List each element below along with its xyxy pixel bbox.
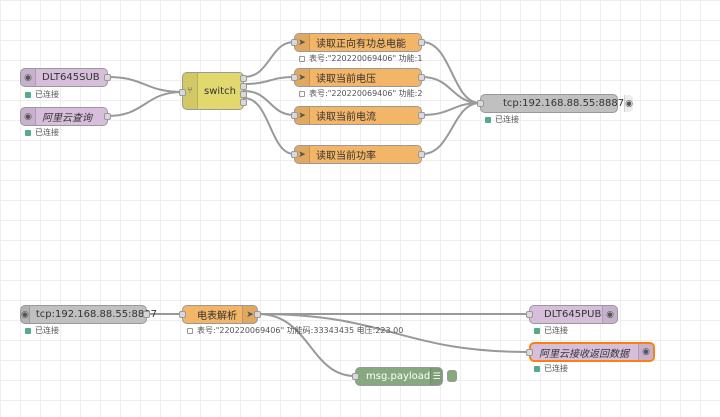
input-port[interactable] bbox=[179, 89, 186, 96]
status-dot-icon bbox=[25, 327, 31, 334]
output-port[interactable] bbox=[240, 83, 247, 90]
wire bbox=[257, 313, 530, 353]
mqtt-in-node-aliyun-query[interactable]: ◉ 阿里云查询 bbox=[20, 107, 111, 126]
tcp-in-node[interactable]: ◉ tcp:192.168.88.55:8887 bbox=[20, 305, 157, 324]
node-status: 已连接 bbox=[25, 325, 59, 336]
arrow-right-icon: ➤ bbox=[295, 34, 310, 51]
output-port[interactable] bbox=[143, 311, 150, 318]
wire bbox=[243, 41, 295, 78]
output-port[interactable] bbox=[418, 112, 425, 119]
output-port[interactable] bbox=[418, 151, 425, 158]
node-label: 读取当前电压 bbox=[316, 74, 376, 85]
input-port[interactable] bbox=[526, 349, 533, 356]
switch-node[interactable]: ⑂ switch bbox=[179, 72, 247, 110]
input-port[interactable] bbox=[352, 373, 359, 380]
input-port[interactable] bbox=[291, 151, 298, 158]
function-node-read-power[interactable]: ➤ 读取当前功率 bbox=[291, 145, 425, 164]
input-port[interactable] bbox=[291, 112, 298, 119]
status-dot-icon bbox=[25, 129, 31, 136]
debug-node[interactable]: msg.payload ☰ bbox=[352, 367, 443, 386]
node-label: 读取正向有功总电能 bbox=[316, 39, 406, 50]
wire bbox=[107, 76, 183, 93]
output-port[interactable] bbox=[240, 91, 247, 98]
node-label: 阿里云接收返回数据 bbox=[539, 348, 629, 360]
node-label: tcp:192.168.88.55:8887 bbox=[503, 98, 625, 109]
status-dot-icon bbox=[299, 55, 305, 62]
mqtt-out-node-aliyun-return[interactable]: 阿里云接收返回数据 ◉ bbox=[526, 342, 655, 362]
status-dot-icon bbox=[187, 327, 193, 334]
node-status: 表号:"220220069406" 功能:1 bbox=[299, 53, 422, 64]
node-label: DLT645PUB bbox=[544, 309, 602, 320]
node-status: 已连接 bbox=[534, 363, 568, 374]
function-node-read-current[interactable]: ➤ 读取当前电流 bbox=[291, 106, 425, 125]
status-dot-icon bbox=[25, 91, 31, 98]
node-label: 电表解析 bbox=[197, 311, 237, 322]
wire bbox=[257, 313, 356, 377]
status-dot-icon bbox=[299, 90, 305, 97]
input-port[interactable] bbox=[179, 311, 186, 318]
wifi-icon: ◉ bbox=[21, 108, 36, 125]
input-port[interactable] bbox=[291, 39, 298, 46]
wire bbox=[421, 41, 481, 104]
output-port[interactable] bbox=[240, 99, 247, 106]
node-label: 阿里云查询 bbox=[42, 113, 92, 124]
wire bbox=[243, 76, 295, 85]
wifi-icon: ◉ bbox=[21, 306, 30, 323]
output-port[interactable] bbox=[104, 113, 111, 120]
arrow-right-icon: ➤ bbox=[295, 146, 310, 163]
node-status: 已连接 bbox=[25, 127, 59, 138]
node-label: tcp:192.168.88.55:8887 bbox=[35, 309, 157, 320]
node-status: 已连接 bbox=[485, 114, 519, 125]
status-dot-icon bbox=[534, 327, 540, 334]
wifi-icon: ◉ bbox=[21, 69, 36, 86]
wire bbox=[107, 91, 183, 117]
output-port[interactable] bbox=[240, 75, 247, 82]
function-node-read-total-energy[interactable]: ➤ 读取正向有功总电能 bbox=[291, 33, 425, 52]
status-dot-icon bbox=[485, 116, 491, 123]
input-port[interactable] bbox=[291, 74, 298, 81]
node-status: 已连接 bbox=[534, 325, 568, 336]
input-port[interactable] bbox=[526, 311, 533, 318]
wifi-icon: ◉ bbox=[602, 306, 617, 323]
node-status: 表号:"220220069406" 功能:2 bbox=[299, 88, 422, 99]
wire bbox=[421, 76, 481, 104]
debug-toggle-button[interactable] bbox=[447, 370, 457, 382]
wifi-icon: ◉ bbox=[624, 95, 633, 112]
node-label: 读取当前功率 bbox=[316, 151, 376, 162]
function-node-meter-parse[interactable]: 电表解析 ➤ bbox=[179, 305, 261, 324]
output-port[interactable] bbox=[418, 39, 425, 46]
mqtt-out-node-dlt645pub[interactable]: DLT645PUB ◉ bbox=[526, 305, 618, 324]
mqtt-in-node-dlt645sub[interactable]: ◉ DLT645SUB bbox=[20, 68, 111, 87]
output-port[interactable] bbox=[254, 311, 261, 318]
arrow-right-icon: ➤ bbox=[242, 306, 257, 323]
wire bbox=[421, 102, 481, 155]
input-port[interactable] bbox=[477, 100, 484, 107]
node-label: switch bbox=[204, 85, 236, 97]
node-label: msg.payload bbox=[366, 371, 431, 382]
wifi-icon: ◉ bbox=[638, 344, 653, 360]
arrow-right-icon: ➤ bbox=[295, 107, 310, 124]
node-status: 已连接 bbox=[25, 89, 59, 100]
node-status: 表号:"220220069406" 功能码:33343435 电压:223.00 bbox=[187, 325, 403, 336]
function-node-read-voltage[interactable]: ➤ 读取当前电压 bbox=[291, 68, 425, 87]
wire bbox=[243, 97, 295, 155]
node-label: 读取当前电流 bbox=[316, 112, 376, 123]
output-port[interactable] bbox=[104, 74, 111, 81]
list-icon: ☰ bbox=[430, 368, 442, 385]
status-dot-icon bbox=[534, 365, 540, 372]
tcp-out-node[interactable]: tcp:192.168.88.55:8887 ◉ bbox=[477, 94, 633, 113]
switch-icon: ⑂ bbox=[183, 73, 198, 109]
arrow-right-icon: ➤ bbox=[295, 69, 310, 86]
wire bbox=[243, 90, 295, 116]
node-label: DLT645SUB bbox=[42, 72, 100, 83]
output-port[interactable] bbox=[418, 74, 425, 81]
